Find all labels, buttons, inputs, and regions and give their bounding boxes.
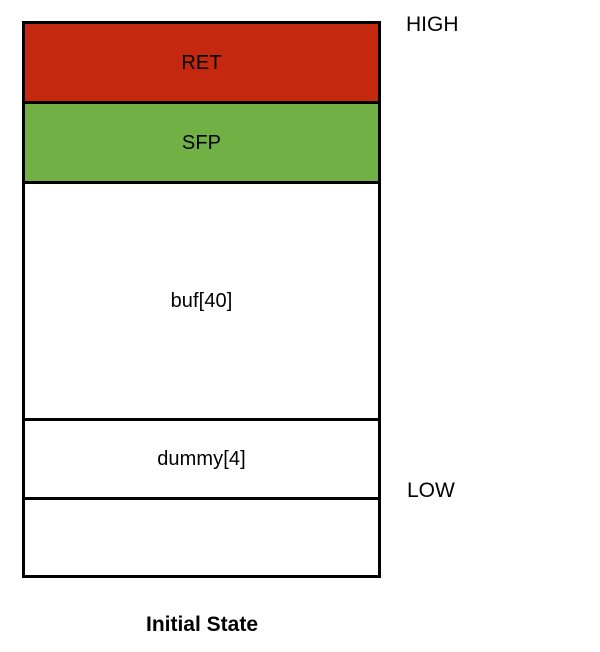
stack-cell-dummy: dummy[4]	[25, 418, 378, 497]
diagram-caption: Initial State	[145, 613, 259, 636]
stack-cell-ret-label: RET	[181, 51, 222, 74]
stack-cell-sfp: SFP	[25, 101, 378, 181]
address-marker-low: LOW	[407, 479, 455, 502]
stack-cell-ret: RET	[25, 24, 378, 101]
stack-cell-dummy-label: dummy[4]	[157, 448, 246, 470]
stack-cell-buf-label: buf[40]	[170, 290, 233, 312]
stack-cell-sfp-label: SFP	[181, 131, 222, 154]
stack-cell-bottom-free	[25, 497, 378, 575]
stack-frame: RET SFP buf[40] dummy[4]	[22, 21, 381, 578]
address-marker-high: HIGH	[406, 13, 459, 36]
stack-cell-buf: buf[40]	[25, 181, 378, 418]
